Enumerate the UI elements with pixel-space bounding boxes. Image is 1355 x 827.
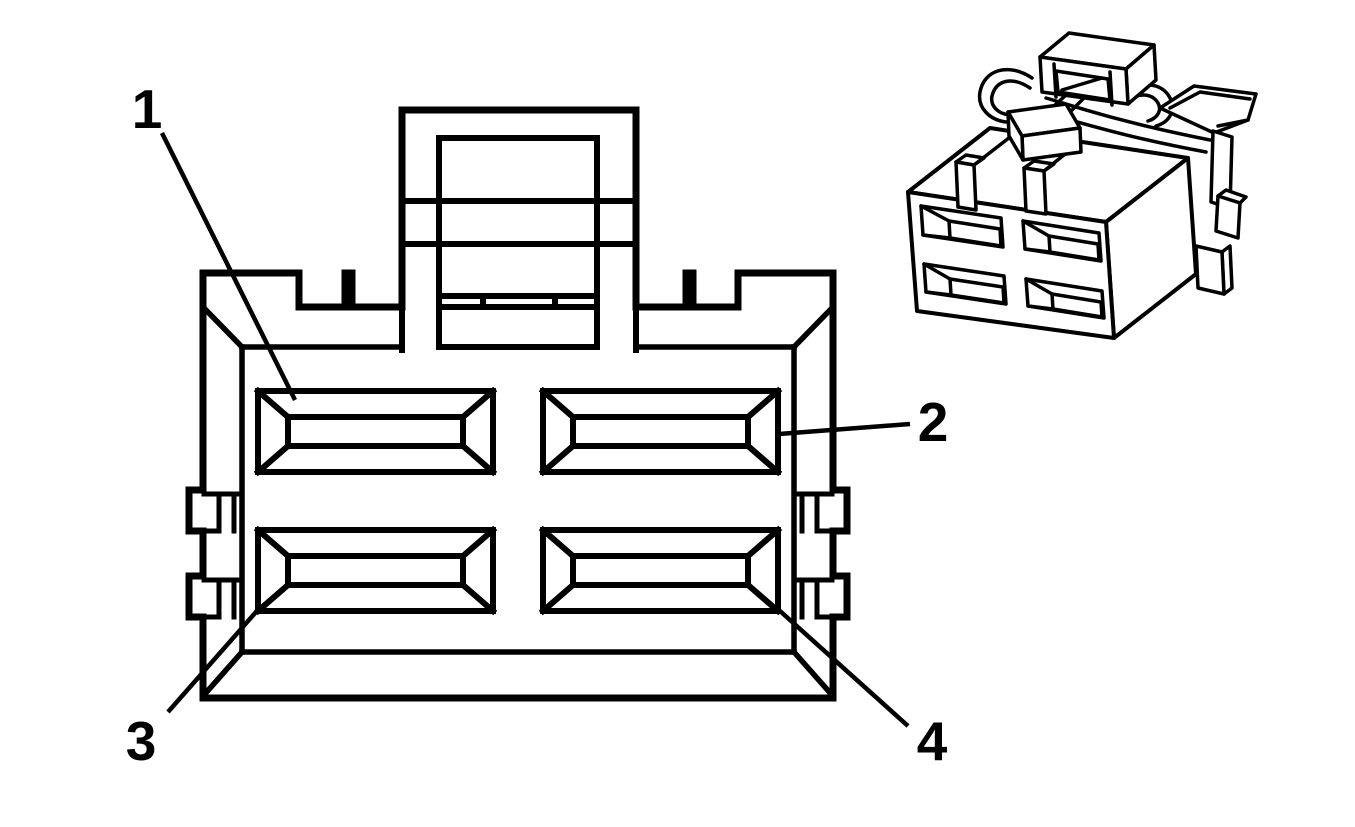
iso-cavities [919, 204, 1106, 320]
iso-latch-posts [954, 132, 1082, 216]
pin-label-3: 3 [126, 710, 157, 772]
leader-line-pin-2 [778, 421, 911, 437]
front-view [185, 106, 851, 702]
cavity-2 [538, 386, 783, 477]
pin-labels: 1 2 3 4 [126, 78, 949, 772]
cavity-1 [253, 386, 498, 477]
cavity-4 [538, 525, 783, 616]
leader-line-pin-4 [778, 609, 910, 728]
pin-label-1: 1 [132, 78, 163, 140]
leader-line-pin-1 [159, 131, 298, 402]
iso-latch-block [1038, 31, 1158, 107]
leader-lines [159, 131, 911, 728]
cavity-3 [253, 525, 498, 616]
latch-slot-tower [399, 135, 639, 353]
inner-face-outline [200, 305, 836, 699]
left-edge-rail-details [201, 491, 245, 620]
isometric-view [906, 31, 1258, 340]
iso-right-arm [1158, 84, 1258, 296]
pin-label-4: 4 [917, 710, 948, 772]
right-edge-rail-details [791, 491, 835, 620]
pin-label-2: 2 [918, 391, 949, 453]
iso-latch-slider [1006, 102, 1083, 162]
leader-line-pin-3 [166, 610, 258, 714]
